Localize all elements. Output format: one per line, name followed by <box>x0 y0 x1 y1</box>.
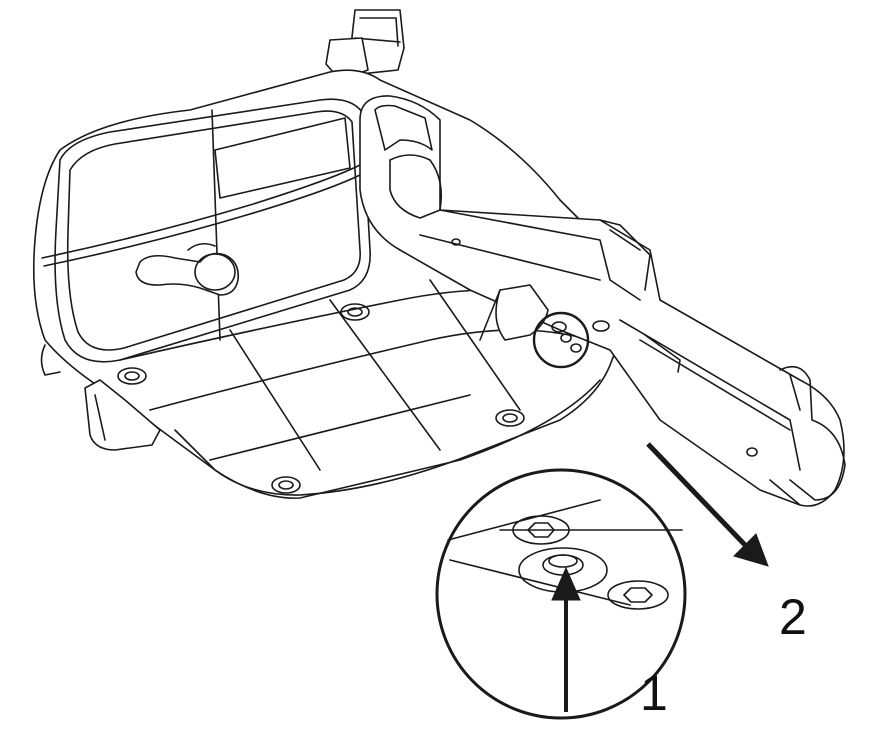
callout-label-2: 2 <box>779 589 807 645</box>
clamp-lever <box>136 244 238 295</box>
top-mounting-clip <box>326 10 404 80</box>
screw <box>118 368 146 384</box>
handle-pivot <box>480 285 548 340</box>
hinge-screws <box>552 321 609 352</box>
screw <box>341 304 369 320</box>
screw <box>496 410 524 426</box>
detail-marker-circle <box>534 313 588 367</box>
push-arrow <box>552 568 580 712</box>
carry-handle <box>360 96 845 506</box>
device-body <box>34 70 622 498</box>
pull-arrow <box>648 444 768 566</box>
callout-label-1: 1 <box>640 665 668 721</box>
screw <box>272 477 300 493</box>
bottom-bracket <box>42 345 161 450</box>
